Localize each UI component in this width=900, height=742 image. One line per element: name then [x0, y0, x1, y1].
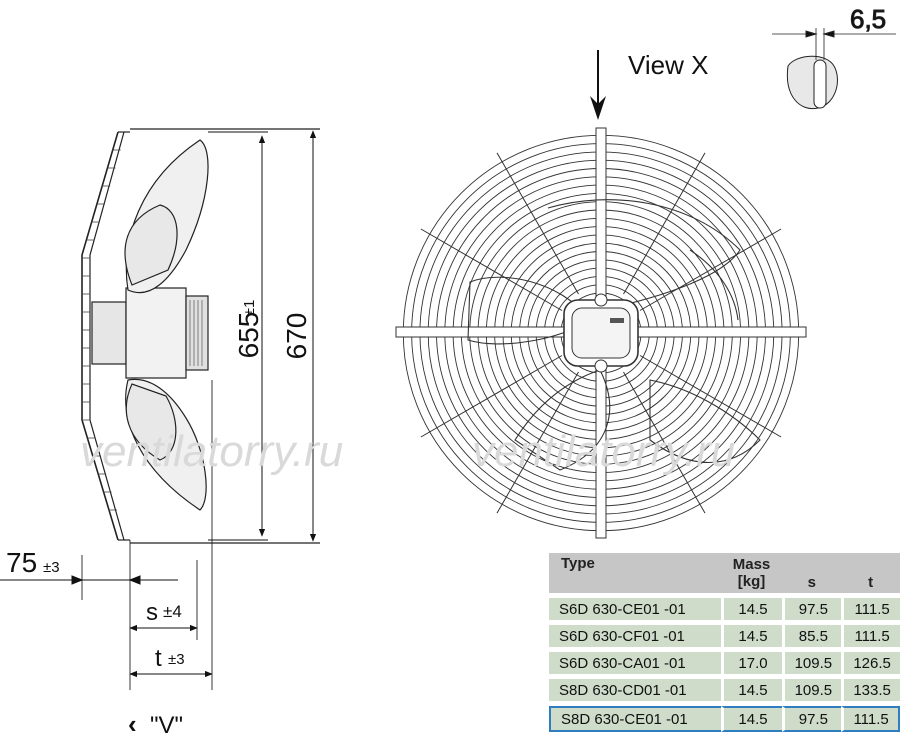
cell-t: 133.5 — [841, 679, 900, 701]
cell-s: 97.5 — [782, 598, 842, 620]
guard-strut — [639, 355, 782, 438]
guard-strut — [420, 355, 563, 438]
guard-wire-ribs — [82, 149, 121, 511]
view-x-marker: View X — [590, 50, 708, 120]
dim-75: 75 — [6, 547, 37, 578]
view-v-label: "V" — [150, 712, 183, 739]
side-dimension-text: 655 ±1 670 75 ±3 s ±4 t ±3 ‹ "V" — [6, 300, 312, 739]
side-view — [81, 128, 320, 690]
front-view — [395, 127, 807, 539]
col-header-type: Type — [549, 553, 721, 593]
dim-655: 655 — [233, 312, 264, 359]
table-header-row: Type Mass [kg] s t — [549, 553, 900, 593]
cell-mass: 14.5 — [720, 679, 783, 701]
watermark-right: ventilatorry.ru — [472, 427, 735, 476]
cell-s: 97.5 — [782, 706, 842, 732]
cell-type: S8D 630-CE01 -01 — [549, 706, 721, 732]
cell-type: S6D 630-CA01 -01 — [549, 652, 721, 674]
dim-75-tol: ±3 — [43, 559, 60, 576]
cell-s: 85.5 — [782, 625, 842, 647]
watermark-left: ventilatorry.ru — [80, 427, 343, 476]
cell-type: S6D 630-CE01 -01 — [549, 598, 721, 620]
cell-type: S8D 630-CD01 -01 — [549, 679, 721, 701]
col-header-mass-line1: Mass — [732, 556, 771, 573]
cell-t: 126.5 — [841, 652, 900, 674]
guard-radial-struts — [420, 152, 782, 514]
cell-mass: 14.5 — [720, 598, 783, 620]
guard-strut — [623, 152, 706, 295]
cell-mass: 14.5 — [720, 625, 783, 647]
cell-mass: 17.0 — [720, 652, 783, 674]
col-header-s: s — [782, 553, 842, 593]
dim-655-tol: ±1 — [241, 300, 258, 317]
cell-t: 111.5 — [841, 625, 900, 647]
cell-t: 111.5 — [841, 598, 900, 620]
detail-wire: 6,5 — [772, 4, 896, 110]
side-dimensions — [0, 130, 317, 678]
dim-6-5: 6,5 — [850, 4, 886, 34]
cell-s: 109.5 — [782, 679, 842, 701]
cell-t: 111.5 — [841, 706, 900, 732]
view-v-arrow: ‹ — [128, 709, 137, 739]
dim-s: s — [146, 599, 158, 626]
cell-mass: 14.5 — [720, 706, 783, 732]
guard-strut — [496, 371, 579, 514]
guard-strut — [420, 228, 563, 311]
cell-s: 109.5 — [782, 652, 842, 674]
cell-type: S6D 630-CF01 -01 — [549, 625, 721, 647]
guard-strut — [496, 152, 579, 295]
guard-strut — [639, 228, 782, 311]
dim-670: 670 — [281, 313, 312, 360]
dim-t: t — [155, 645, 162, 672]
guard-strut — [623, 371, 706, 514]
view-x-label: View X — [628, 50, 708, 80]
col-header-mass: Mass [kg] — [720, 553, 783, 593]
dim-s-tol: ±4 — [163, 602, 182, 621]
dim-t-tol: ±3 — [168, 651, 185, 668]
col-header-mass-line2: [kg] — [737, 573, 766, 590]
col-header-t: t — [841, 553, 900, 593]
